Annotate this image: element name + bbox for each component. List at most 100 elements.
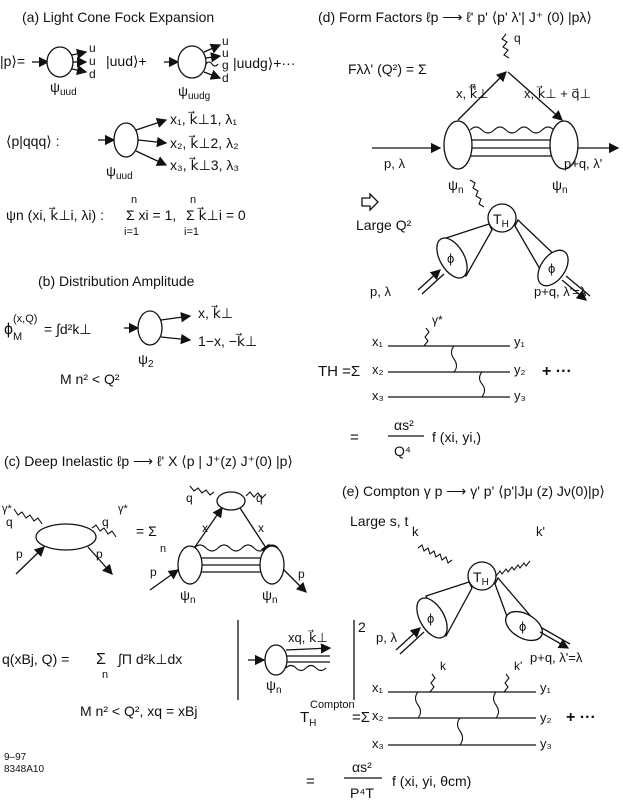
constraint-lhs: ψn (xi, k⃗⊥i, λi) : — [6, 206, 104, 223]
leg-2: x₂, k⃗⊥2, λ₂ — [170, 134, 239, 151]
c-k: k — [440, 659, 447, 673]
ff-xkq: x, k⃗⊥ + q⃗⊥ — [524, 86, 591, 101]
psi2-label: ψ2 — [138, 351, 154, 370]
th-y3: y₃ — [514, 388, 526, 403]
phi-right-d — [537, 249, 569, 287]
ket-uud: |uud⟩+ — [106, 53, 147, 69]
phi-left-d-label: ϕ — [447, 251, 454, 266]
ff-q: q — [514, 31, 521, 45]
panel-b-title: (b) Distribution Amplitude — [38, 273, 195, 289]
panel-a: (a) Light Cone Fock Expansion |p⟩= u u d… — [0, 9, 295, 238]
large-st: Large s, t — [350, 513, 408, 529]
th-e-label: TH — [473, 569, 489, 588]
blob-right-n — [259, 545, 285, 585]
ff-q4: Q⁴ — [394, 443, 411, 459]
th-x2: x₂ — [372, 362, 384, 377]
pdf-lhs: q(xBj, Q) = — [2, 651, 69, 667]
pdf-sum: Σ — [96, 651, 106, 668]
q-top-left: q — [186, 491, 193, 505]
phi-eq: = ∫d²k⊥ — [44, 321, 92, 337]
th-p-in: p, λ — [370, 284, 391, 299]
blob-top — [216, 491, 246, 511]
phi-label: ϕ — [4, 321, 13, 338]
blob-da — [137, 310, 163, 346]
psi-uudg-label: ψuudg — [178, 83, 210, 102]
compton-kp: k' — [536, 524, 545, 539]
phi-sub: M — [13, 331, 22, 343]
psi-n-right: ψn — [262, 587, 278, 606]
compton-p-in: p, λ — [376, 630, 397, 645]
q-in: q — [6, 515, 13, 529]
panel-d-title: (d) Form Factors ℓp ⟶ ℓ' p' ⟨p' λ'| J⁺ (… — [318, 9, 592, 25]
psi-uud-label: ψuud — [50, 79, 77, 98]
leg-1: x₁, k⃗⊥1, λ₁ — [170, 110, 237, 127]
ff-psi-left: ψn — [448, 177, 464, 196]
ket-uudg: |uudg⟩+··· — [233, 55, 295, 71]
panel-b: (b) Distribution Amplitude ϕ (x,Q) M = ∫… — [4, 273, 257, 387]
th-plus: + ··· — [542, 363, 572, 380]
psi-pdf: ψn — [266, 677, 282, 696]
quark-u4: u — [222, 46, 229, 60]
quark-d2: d — [222, 71, 229, 85]
c-x3: x₃ — [372, 736, 384, 751]
phi-left-e — [416, 597, 448, 639]
ff-blob-left — [443, 120, 473, 170]
blob-uudg — [177, 45, 207, 79]
ff-result-eq: = — [350, 429, 359, 446]
da-condition: M n² < Q² — [60, 371, 120, 387]
da-leg-2: 1−x, −k⃗⊥ — [198, 332, 257, 349]
q-out: q — [102, 515, 109, 529]
pdf-sum-sub: n — [102, 669, 108, 681]
quark-u1: u — [89, 41, 96, 55]
c-pt: P⁴T — [350, 785, 374, 801]
blob-proj — [113, 122, 139, 158]
compton-p-out: p+q, λ'=λ — [530, 650, 583, 665]
compton-k: k — [412, 524, 419, 539]
phi-right-d-label: ϕ — [548, 261, 555, 276]
phi-sup: (x,Q) — [13, 313, 37, 325]
gamma-out: γ* — [118, 503, 129, 515]
quark-d: d — [89, 67, 96, 81]
sum-k: Σ k⃗⊥i = 0 — [186, 206, 246, 223]
p-left: p — [150, 565, 157, 579]
ff-p-in: p, λ — [384, 156, 405, 171]
blob-pdf — [264, 644, 288, 676]
square-exp: 2 — [358, 619, 366, 635]
ff-f: f (xi, yi,) — [432, 429, 481, 445]
quark-u3: u — [222, 34, 229, 48]
figure-code-1: 9–97 — [4, 752, 27, 763]
blob-dis — [35, 523, 97, 551]
phi-left-d — [436, 237, 468, 279]
x-left: x — [202, 521, 208, 535]
c-th-lhs: TH — [300, 709, 316, 729]
c-f: f (xi, yi, θcm) — [392, 773, 471, 789]
blob-left-n — [177, 545, 203, 585]
phi-right-e-label: ϕ — [519, 619, 526, 634]
c-plus: + ··· — [566, 709, 596, 726]
leg-3: x₃, k⃗⊥3, λ₃ — [170, 156, 239, 173]
p-out: p — [96, 547, 103, 561]
ff-lhs: Fλλ' (Q²) = Σ — [348, 61, 427, 77]
sum-bot-2: i=1 — [184, 226, 199, 238]
c-th-sup: Compton — [310, 699, 355, 711]
panel-a-title: (a) Light Cone Fock Expansion — [22, 9, 214, 25]
xq-k: xq, k⃗⊥ — [288, 630, 328, 645]
ff-sum-sub: n — [470, 81, 476, 93]
ff-blob-right — [549, 120, 579, 170]
panel-d: (d) Form Factors ℓp ⟶ ℓ' p' ⟨p' λ'| J⁺ (… — [318, 9, 620, 459]
sum-top-1: n — [131, 194, 137, 206]
c-x1: x₁ — [372, 680, 384, 695]
gamma-in: γ* — [2, 503, 13, 515]
th-x1: x₁ — [372, 334, 384, 349]
gluon-g: g — [222, 58, 229, 72]
projection-label: ⟨p|qqq⟩ : — [6, 133, 59, 149]
ff-alpha: αs² — [394, 417, 414, 433]
th-p-out: p+q, λ'=λ — [534, 284, 587, 299]
pdf-condition: M n² < Q², xq = xBj — [80, 703, 197, 719]
quark-u2: u — [89, 54, 96, 68]
pdf-integral: ∫Π d²k⊥dx — [117, 651, 182, 667]
th-d-label: TH — [493, 211, 509, 230]
c-y3: y₃ — [540, 736, 552, 751]
da-leg-1: x, k⃗⊥ — [198, 304, 233, 321]
